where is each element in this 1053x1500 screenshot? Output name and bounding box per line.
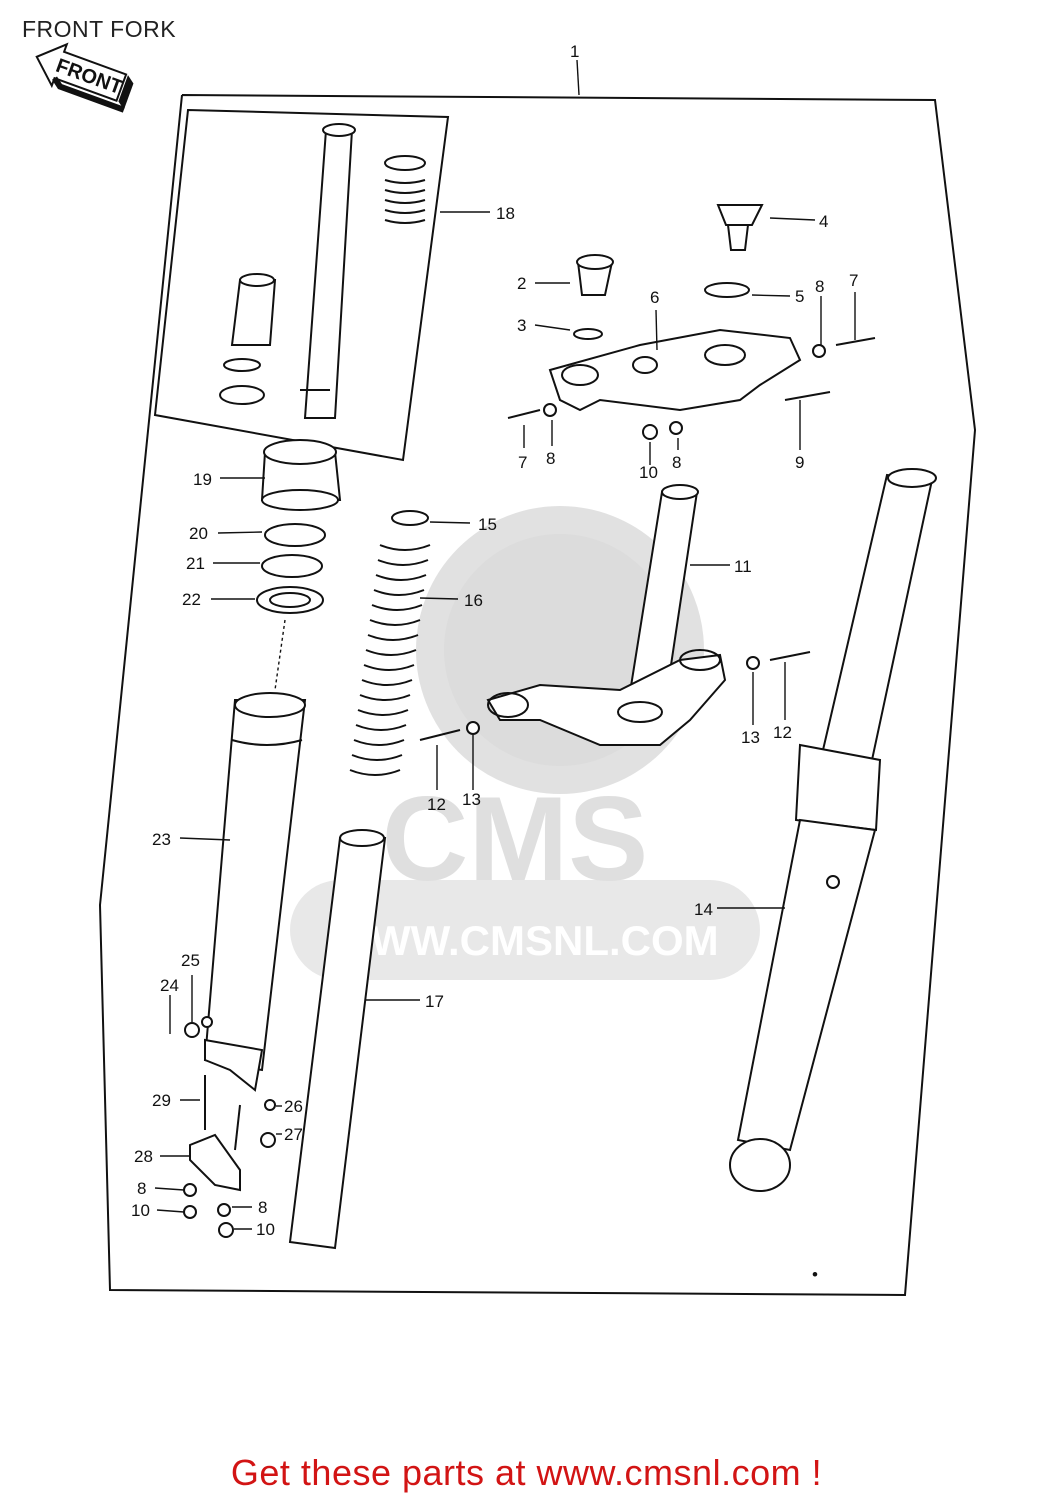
callout-8b: 8 [546,449,555,468]
page-title: FRONT FORK [22,16,177,42]
boundary-dot: • [812,1265,818,1284]
callout-15: 15 [478,515,497,534]
fork-spring [349,510,431,776]
callout-18: 18 [496,204,515,223]
kit-boundary [153,108,450,462]
leader-lines [154,59,856,1230]
callout-2: 2 [517,274,526,293]
callout-10a: 10 [639,463,658,482]
callout-6: 6 [650,288,659,307]
callout-9: 9 [795,453,804,472]
callout-7a: 7 [849,271,858,290]
callout-22: 22 [182,590,201,609]
callout-12b: 12 [773,723,792,742]
callout-26: 26 [284,1097,303,1116]
upper-bracket [507,204,876,440]
callout-1: 1 [570,42,579,61]
parts-link-footer[interactable]: Get these parts at www.cmsnl.com ! [230,1452,823,1493]
callout-3: 3 [517,316,526,335]
callout-8d: 8 [137,1179,146,1198]
callout-13b: 13 [741,728,760,747]
assembly-boundary [98,94,977,1297]
callout-25: 25 [181,951,200,970]
callout-16: 16 [464,591,483,610]
callout-20: 20 [189,524,208,543]
callout-19: 19 [193,470,212,489]
callout-10b: 10 [131,1201,150,1220]
callout-11: 11 [734,557,752,576]
callout-4: 4 [819,212,828,231]
fork-leg-right [729,468,937,1192]
callout-5: 5 [795,287,804,306]
callout-17: 17 [425,992,444,1011]
exploded-parts-diagram: CMS WWW.CMSNL.COM FRONT [35,42,977,1297]
callout-28: 28 [134,1147,153,1166]
callout-7b: 7 [518,453,527,472]
outer-tube-left [184,692,307,1092]
callout-14: 14 [694,900,713,919]
callout-10c: 10 [256,1220,275,1239]
callout-24: 24 [160,976,179,995]
callout-12a: 12 [427,795,446,814]
callout-13a: 13 [462,790,481,809]
watermark-url: WWW.CMSNL.COM [331,917,718,964]
inner-tube [288,829,387,1250]
axle-clamp [183,1075,276,1238]
steering-stem [419,484,811,746]
callout-29: 29 [152,1091,171,1110]
front-direction-arrow: FRONT [35,42,134,113]
callout-27: 27 [284,1125,303,1144]
callout-labels: 1 2 3 4 5 6 7 7 8 8 8 8 8 9 10 10 10 11 … [131,42,858,1284]
callout-21: 21 [186,554,205,573]
callout-8a: 8 [815,277,824,296]
damper-rod [219,123,426,419]
callout-8c: 8 [672,453,681,472]
watermark-brand: CMS [382,772,649,906]
callout-23: 23 [152,830,171,849]
fork-seal-stack [256,439,342,691]
callout-8e: 8 [258,1198,267,1217]
